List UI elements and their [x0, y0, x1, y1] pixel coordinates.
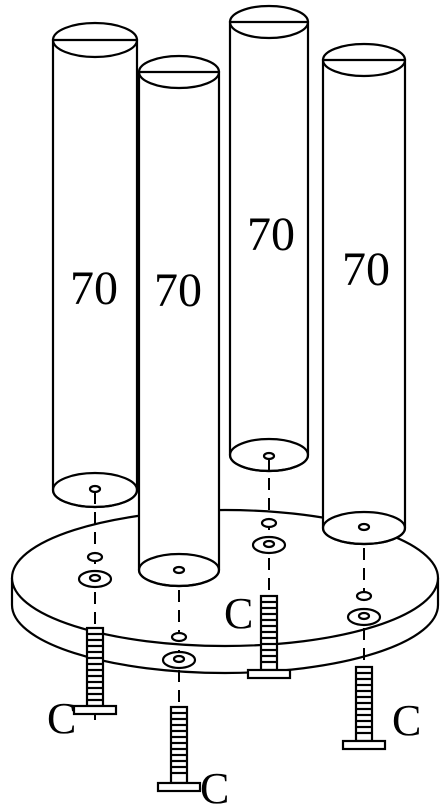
- post-1: 70: [51, 21, 139, 509]
- screw-4-label: C: [200, 764, 229, 808]
- post-2: 70: [137, 54, 221, 588]
- post-3-label: 70: [247, 208, 295, 261]
- screw-3: C: [341, 665, 421, 751]
- screw-1: C: [47, 626, 118, 743]
- large-washers: [77, 535, 382, 670]
- post-4-label: 70: [342, 243, 390, 296]
- post-4: 70: [321, 42, 407, 546]
- post-2-label: 70: [154, 264, 202, 317]
- screw-2-label: C: [224, 589, 253, 638]
- post-1-label: 70: [70, 262, 118, 315]
- screw-2: C: [224, 589, 292, 680]
- screw-3-label: C: [392, 696, 421, 745]
- base-plate: [10, 508, 440, 675]
- screw-4: C: [156, 705, 229, 808]
- post-3: 70: [228, 4, 310, 473]
- screw-1-label: C: [47, 694, 76, 743]
- small-washers: [86, 517, 373, 643]
